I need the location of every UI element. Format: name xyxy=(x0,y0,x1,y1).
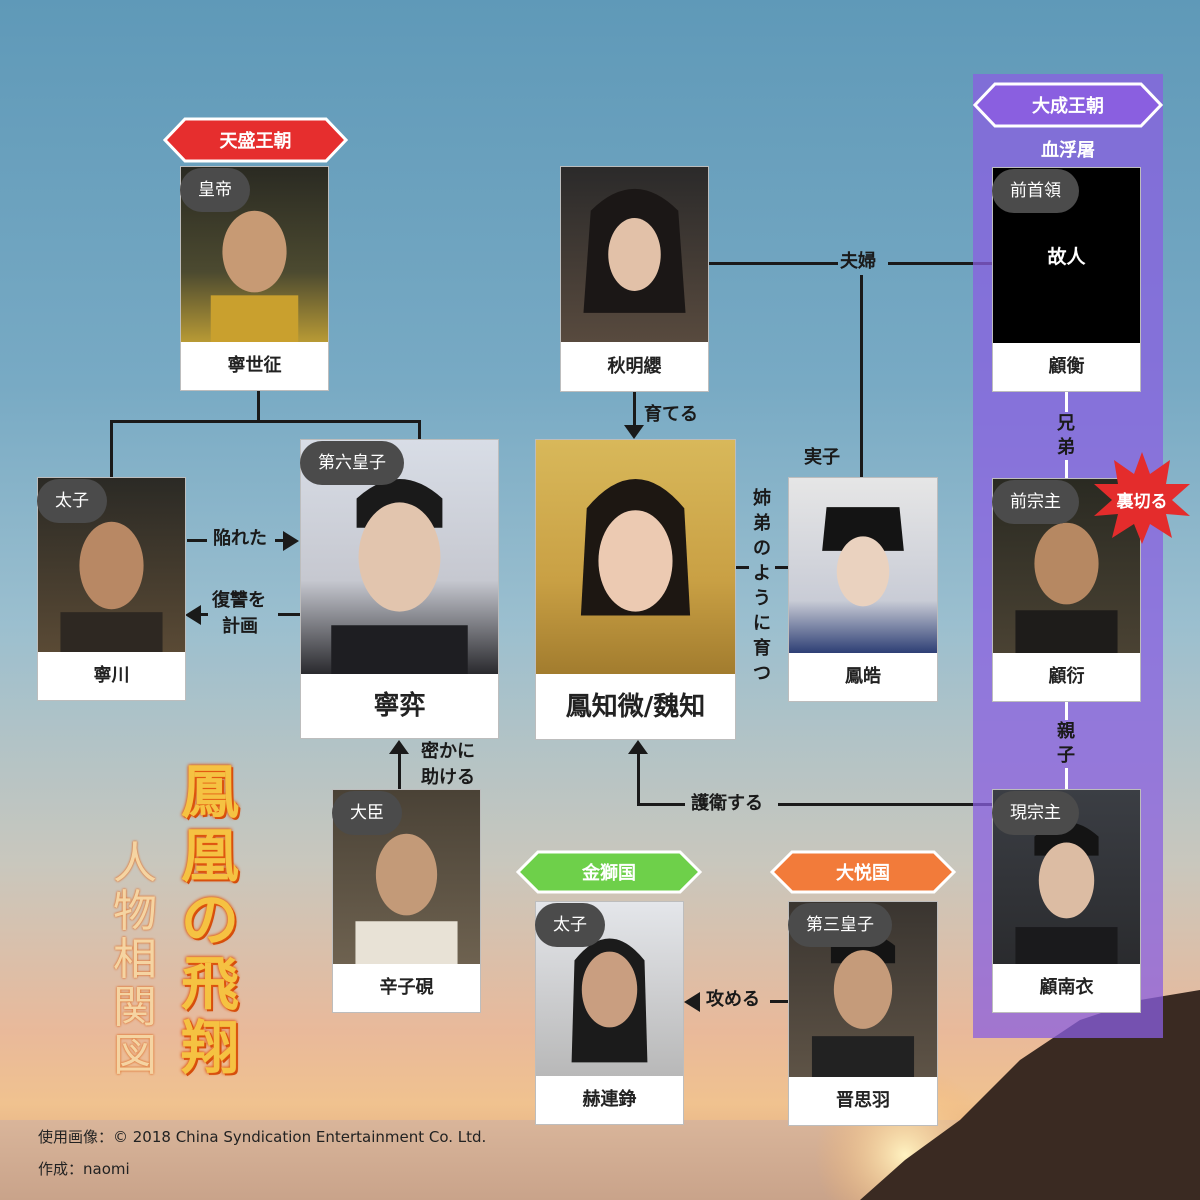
line-to-ningyi xyxy=(418,420,421,440)
person-name: 赫連錚 xyxy=(536,1076,683,1124)
betray-label: 裏切る xyxy=(1116,492,1168,512)
kingdom-dacheng-label: 大成王朝 xyxy=(972,82,1164,128)
person-name: 鳳知微/魏知 xyxy=(536,675,735,739)
starburst-icon xyxy=(1094,452,1190,544)
line-guard-up xyxy=(637,752,640,806)
author-credit: 作成：naomi xyxy=(38,1160,130,1178)
person-name: 顧南衣 xyxy=(993,964,1140,1012)
role-badge: 第三皇子 xyxy=(788,903,892,947)
portrait-image xyxy=(536,440,735,674)
person-name: 顧衡 xyxy=(993,343,1140,391)
line-guard-h1 xyxy=(637,803,685,806)
relation-label-secretly: 密かに xyxy=(421,741,475,762)
betray-starburst: 裏切る xyxy=(1092,450,1192,546)
relation-label-couple: 夫婦 xyxy=(840,251,876,272)
line-frame-arrow-2 xyxy=(275,539,283,542)
line-brothers xyxy=(1065,392,1068,412)
line-attack xyxy=(770,1000,788,1003)
line-emperor-down xyxy=(257,390,260,422)
person-name: 寧弈 xyxy=(301,674,498,738)
relation-label-framed: 陥れた xyxy=(213,528,267,549)
relation-label-guard: 護衛する xyxy=(691,793,763,814)
relation-label-plan: 計画 xyxy=(222,616,258,637)
line-couple-left xyxy=(708,262,838,265)
person-name: 寧世征 xyxy=(181,342,328,390)
person-card-qiumingying: 秋明纓 xyxy=(560,166,709,392)
portrait-image xyxy=(789,478,937,653)
person-card-fengzhiwei: 鳳知微/魏知 xyxy=(535,439,736,740)
person-name: 鳳皓 xyxy=(789,653,937,701)
relation-label-attack: 攻める xyxy=(706,989,760,1010)
person-name: 顧衍 xyxy=(993,653,1140,701)
drama-title: 鳳 凰 の 飛 翔 xyxy=(180,758,239,1082)
person-name: 寧川 xyxy=(38,652,185,700)
arrow-up-icon xyxy=(389,740,409,754)
deceased-label: 故人 xyxy=(1047,246,1086,268)
arrow-left-icon xyxy=(185,605,201,625)
relation-label-raise: 育てる xyxy=(644,404,698,425)
image-credit: 使用画像：© 2018 China Syndication Entertainm… xyxy=(38,1128,487,1146)
line-help-up xyxy=(398,752,401,790)
person-name: 秋明纓 xyxy=(561,343,708,391)
arrow-right-icon xyxy=(283,531,299,551)
role-badge: 大臣 xyxy=(332,791,402,835)
line-revenge xyxy=(200,613,208,616)
arrow-left-icon xyxy=(684,992,700,1012)
role-badge: 太子 xyxy=(535,903,605,947)
relation-label-biological-son: 実子 xyxy=(804,447,840,468)
line-sons-horizontal xyxy=(110,420,420,423)
line-revenge-2 xyxy=(278,613,300,616)
line-raise-down xyxy=(633,392,636,428)
arrow-down-icon xyxy=(624,425,644,439)
role-badge: 太子 xyxy=(37,479,107,523)
line-sibling-left xyxy=(735,566,749,569)
role-badge: 第六皇子 xyxy=(300,441,404,485)
kingdom-tiansheng-label: 天盛王朝 xyxy=(162,117,349,163)
person-name: 辛子硯 xyxy=(333,964,480,1012)
role-badge: 皇帝 xyxy=(180,168,250,212)
line-couple-right xyxy=(888,262,992,265)
portrait-image xyxy=(561,167,708,342)
line-parent xyxy=(1065,702,1068,720)
line-parent-2 xyxy=(1065,768,1068,790)
line-sibling-right xyxy=(775,566,789,569)
kingdom-jinshi-label: 金獅国 xyxy=(515,850,703,894)
line-guard-h2 xyxy=(778,803,992,806)
kingdom-dayue-label: 大悦国 xyxy=(769,850,957,894)
role-badge: 現宗主 xyxy=(992,791,1079,835)
line-to-ningchuan xyxy=(110,420,113,478)
diagram-subtitle: 人 物 相 関 図 xyxy=(113,838,157,1081)
portrait-image xyxy=(38,478,185,653)
line-brothers-2 xyxy=(1065,460,1068,478)
role-badge: 前宗主 xyxy=(992,480,1079,524)
relation-label-revenge: 復讐を xyxy=(212,590,266,611)
xuefutu-label: 血浮屠 xyxy=(1041,140,1095,161)
person-card-fenghao: 鳳皓 xyxy=(788,477,938,702)
arrow-up-icon xyxy=(628,740,648,754)
person-name: 晋思羽 xyxy=(789,1077,937,1125)
line-frame-arrow xyxy=(187,539,207,542)
relation-label-help: 助ける xyxy=(421,767,475,788)
line-couple-down xyxy=(860,275,863,480)
role-badge: 前首領 xyxy=(992,169,1079,213)
